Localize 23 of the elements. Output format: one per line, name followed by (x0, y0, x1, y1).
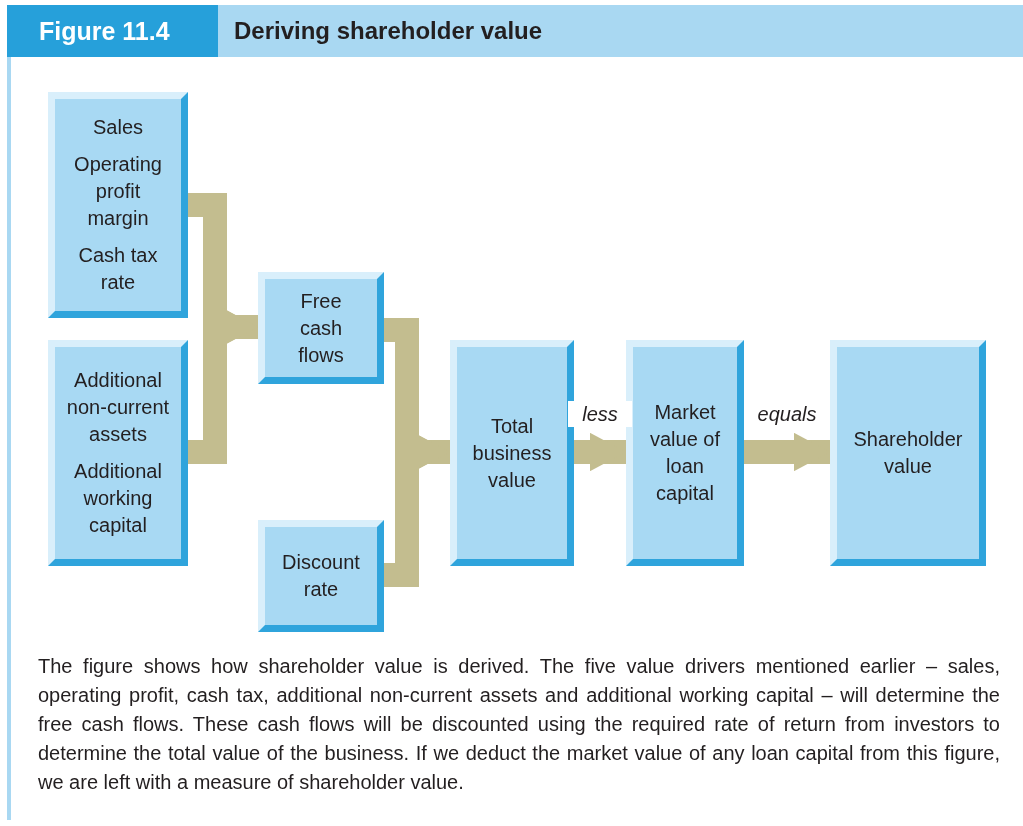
process-box (626, 340, 744, 566)
box-text: Cash tax rate (77, 243, 159, 295)
box-text: Total business value (471, 413, 553, 493)
process-box (830, 340, 986, 566)
box-text: Discount rate (281, 550, 361, 602)
edge-label: less (568, 401, 632, 427)
box-text: Market value of loan capital (648, 400, 722, 506)
box-text: Shareholder value (852, 427, 964, 479)
box-text: Additional non-current assets (65, 368, 171, 447)
box-text: Sales (93, 115, 143, 140)
arrow (574, 432, 626, 472)
process-box (258, 272, 384, 384)
process-box (258, 520, 384, 632)
process-box (48, 340, 188, 566)
process-box (450, 340, 574, 566)
process-box (48, 92, 188, 318)
box-text: Free cash flows (297, 288, 345, 368)
figure-number: Figure 11.4 (7, 5, 218, 57)
arrow (744, 432, 830, 472)
caption: The figure shows how shareholder value is derived. The five value drivers mentioned earlier – sales, operating profit, cash tax, additional non-current assets and additional working capital – will determine the free cash flows. These cash flows will be discounted using the required rate of return from investors to determine the total value of the business. If we deduct the market value of any loan capital from this figure, we are left with a measure of shareholder value. (38, 654, 1000, 795)
box-text: Additional working capital (73, 459, 163, 538)
box-text: Operating profit margin (73, 152, 163, 231)
title: Deriving shareholder value (234, 16, 543, 46)
